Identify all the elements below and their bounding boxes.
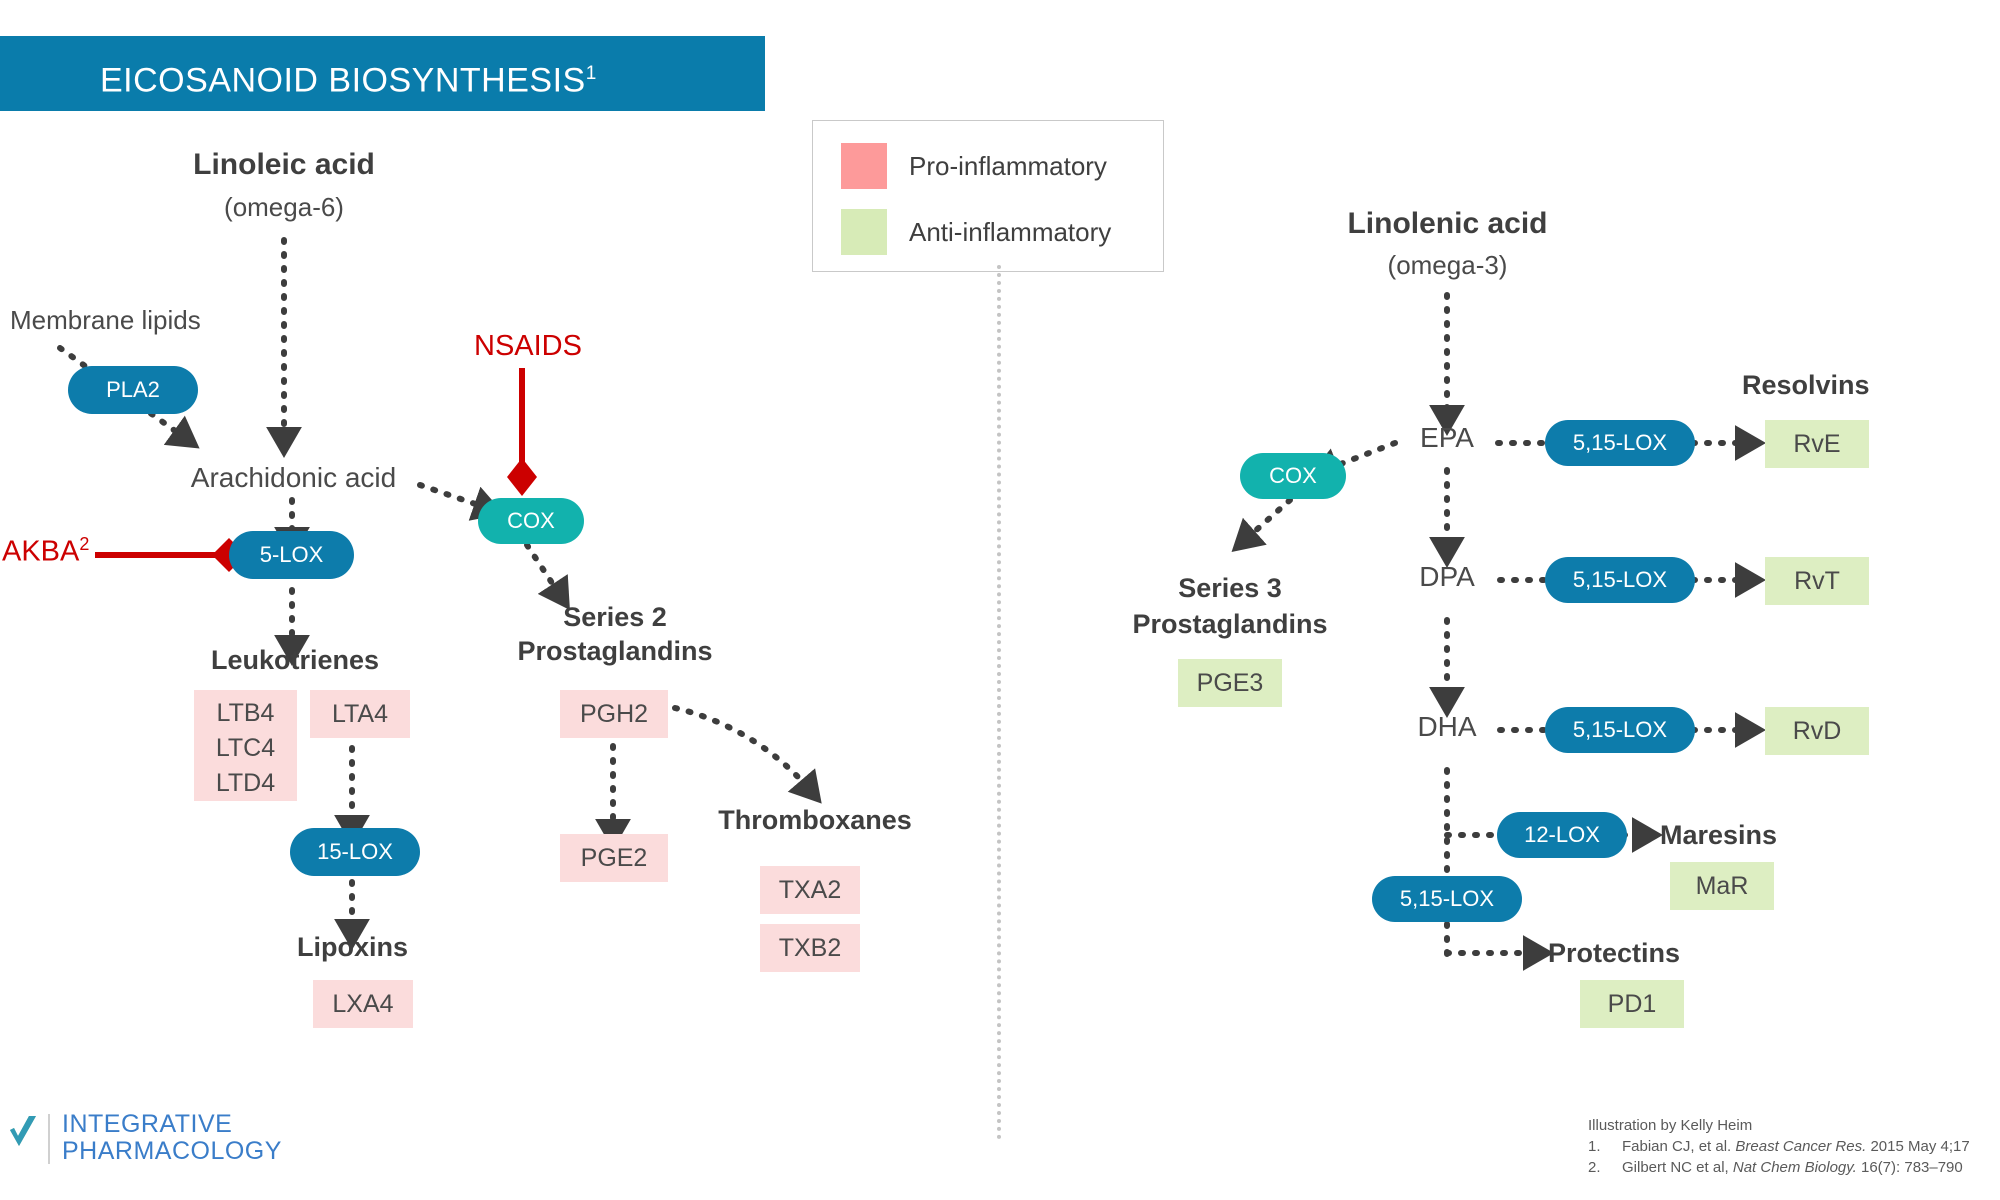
metabolite-dha: DHA [1417, 711, 1477, 742]
enzyme-pla2[interactable]: PLA2 [68, 366, 198, 414]
logo-line-1: INTEGRATIVE [62, 1110, 233, 1138]
page-title-superscript: 1 [585, 63, 597, 84]
enzyme-12lox[interactable]: 12-LOX [1497, 812, 1627, 858]
enzyme-cox-left-label: COX [507, 508, 555, 533]
chip-leukotriene-group: LTB4 LTC4 LTD4 [194, 690, 297, 801]
series2-line2: Prostaglandins [517, 636, 713, 666]
reference-2: 2. Gilbert NC et al, Nat Chem Biology. 16… [1588, 1157, 2000, 1178]
reference-1-pre: Fabian CJ, et al. [1622, 1138, 1736, 1155]
akba-inhibitor [95, 538, 246, 572]
reference-2-pre: Gilbert NC et al, [1622, 1159, 1733, 1176]
enzyme-5-15-lox-epa-label: 5,15-LOX [1572, 430, 1668, 455]
chip-rvd: RvD [1765, 707, 1869, 755]
series2-line1: Series 2 [563, 602, 667, 632]
illustration-credit: Illustration by Kelly Heim [1588, 1117, 1753, 1134]
pro-inflammatory-swatch-icon [841, 143, 887, 189]
enzyme-15lox[interactable]: 15-LOX [290, 828, 420, 876]
enzyme-5lox[interactable]: 5-LOX [229, 531, 354, 579]
reference-1: 1. Fabian CJ, et al. Breast Cancer Res. 2… [1588, 1136, 2000, 1157]
arrow-pgh2-to-thromboxanes [672, 705, 822, 804]
series3-line1: Series 3 [1178, 573, 1282, 603]
enzyme-5-15-lox-epa[interactable]: 5,15-LOX [1545, 420, 1695, 466]
arachidonic-acid-label: Arachidonic acid [190, 462, 397, 493]
chip-pgh2: PGH2 [560, 690, 668, 738]
akba-label: AKBA2 [2, 534, 89, 569]
enzyme-12lox-label: 12-LOX [1524, 822, 1600, 847]
group-title-thromboxanes: Thromboxanes [718, 805, 912, 835]
chip-lxa4: LXA4 [313, 980, 413, 1028]
akba-superscript: 2 [79, 534, 90, 554]
chip-ltc4: LTC4 [215, 734, 276, 762]
enzyme-cox-right-label: COX [1269, 463, 1317, 488]
pathway-divider [997, 265, 1001, 1140]
chip-txa2: TXA2 [760, 866, 860, 914]
chip-pge2: PGE2 [560, 834, 668, 882]
metabolite-dpa: DPA [1419, 561, 1475, 592]
group-title-lipoxins: Lipoxins [296, 932, 408, 962]
arrow-aa-to-cox [417, 482, 505, 521]
arrow-cox-to-series2 [524, 542, 570, 611]
checkmark-logo-icon [10, 1116, 36, 1146]
reference-2-post: 16(7): 783–790 [1856, 1159, 1963, 1176]
header-bar [0, 36, 765, 111]
reference-1-post: 2015 May 4;17 [1866, 1138, 1970, 1155]
membrane-lipids-label: Membrane lipids [10, 305, 201, 335]
enzyme-pla2-label: PLA2 [106, 377, 160, 402]
references-block: Illustration by Kelly Heim 1. Fabian CJ, … [1588, 1115, 2000, 1178]
chip-pge3: PGE3 [1178, 659, 1282, 707]
linoleic-acid-subtitle: (omega-6) [224, 192, 344, 222]
legend-label-anti-inflammatory: Anti-inflammatory [909, 217, 1112, 247]
enzyme-5-15-lox-dpa-label: 5,15-LOX [1572, 567, 1668, 592]
brand-logo: INTEGRATIVE PHARMACOLOGY [10, 1110, 281, 1180]
arrow-cox3-to-series3 [1231, 497, 1293, 552]
group-title-series3: Series 3 Prostaglandins [1110, 570, 1350, 642]
enzyme-5-15-lox-lower[interactable]: 5,15-LOX [1372, 876, 1522, 922]
reference-2-journal: Nat Chem Biology. [1732, 1159, 1857, 1176]
chip-ltb4: LTB4 [216, 699, 275, 727]
chip-lta4: LTA4 [310, 690, 410, 738]
linolenic-acid-subtitle: (omega-3) [1387, 250, 1508, 280]
linolenic-acid-title: Linolenic acid [1347, 207, 1548, 240]
logo-line-2: PHARMACOLOGY [62, 1137, 282, 1165]
enzyme-5-15-lox-lower-label: 5,15-LOX [1399, 886, 1495, 911]
chip-mar: MaR [1670, 862, 1774, 910]
series3-line2: Prostaglandins [1132, 609, 1328, 639]
logo-divider [48, 1114, 50, 1164]
chip-txb2: TXB2 [760, 924, 860, 972]
reference-1-journal: Breast Cancer Res. [1735, 1138, 1867, 1155]
enzyme-cox-left[interactable]: COX [478, 498, 584, 544]
chip-pd1: PD1 [1580, 980, 1684, 1028]
group-title-resolvins: Resolvins [1742, 370, 1870, 400]
enzyme-5lox-label: 5-LOX [259, 542, 324, 567]
enzyme-15lox-label: 15-LOX [317, 839, 393, 864]
nsaids-label: NSAIDS [474, 330, 582, 362]
linoleic-acid-title: Linoleic acid [193, 148, 375, 181]
reference-1-number: 1. [1588, 1138, 1601, 1155]
page-title: EICOSANOID BIOSYNTHESIS1 [100, 50, 760, 100]
chip-rvt: RvT [1765, 557, 1869, 605]
enzyme-5-15-lox-dpa[interactable]: 5,15-LOX [1545, 557, 1695, 603]
enzyme-5-15-lox-dha[interactable]: 5,15-LOX [1545, 707, 1695, 753]
group-title-maresins: Maresins [1660, 820, 1778, 850]
chip-rve: RvE [1765, 420, 1869, 468]
group-title-series2: Series 2 Prostaglandins [490, 600, 740, 668]
reference-2-number: 2. [1588, 1159, 1601, 1176]
group-title-leukotrienes: Leukotrienes [210, 645, 380, 675]
group-title-protectins: Protectins [1548, 938, 1681, 968]
anti-inflammatory-swatch-icon [841, 209, 887, 255]
nsaids-inhibitor [507, 368, 537, 496]
page-title-text: EICOSANOID BIOSYNTHESIS [100, 61, 586, 100]
akba-text: AKBA [2, 535, 80, 568]
metabolite-epa: EPA [1420, 422, 1474, 453]
enzyme-cox-right[interactable]: COX [1240, 453, 1346, 499]
chip-ltd4: LTD4 [215, 769, 276, 797]
legend-label-pro-inflammatory: Pro-inflammatory [909, 151, 1107, 181]
legend: Pro-inflammatory Anti-inflammatory [812, 120, 1164, 272]
enzyme-5-15-lox-dha-label: 5,15-LOX [1572, 717, 1668, 742]
